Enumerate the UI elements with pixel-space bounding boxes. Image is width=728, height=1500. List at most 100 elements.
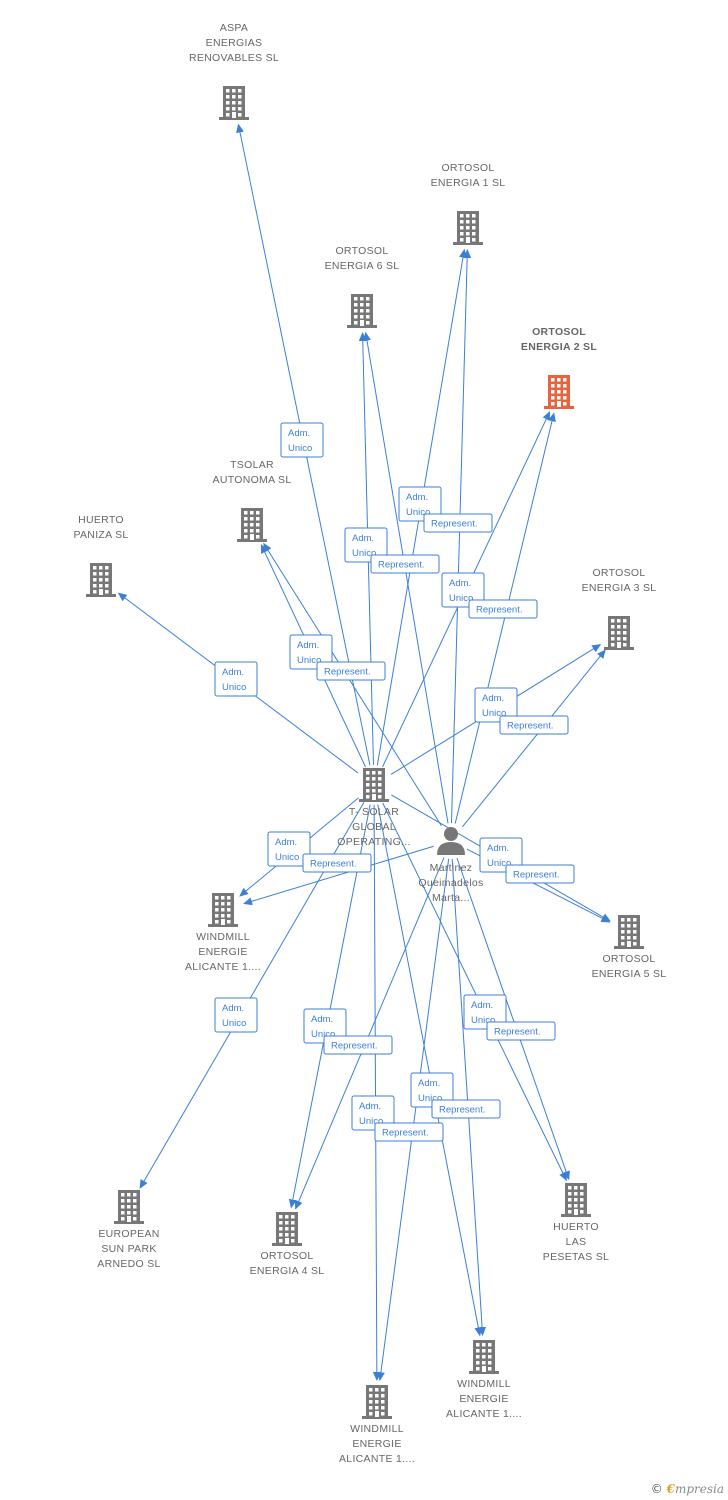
edge-label-box — [323, 1035, 393, 1055]
edge-label-text: Represent. — [310, 859, 356, 870]
edge-label-martinez-to-tsolar[interactable]: Represent. — [316, 661, 386, 681]
edge-label-martinez-to-huertolas[interactable]: Represent. — [486, 1021, 556, 1041]
node-label: ENERGIE — [459, 1393, 508, 1405]
edge-label-text: Unico — [449, 593, 473, 604]
building-icon — [86, 563, 116, 597]
node-label: WINDMILL — [350, 1423, 404, 1435]
edge-label-text: Adm. — [275, 837, 297, 848]
edge-label-text: Adm. — [418, 1078, 440, 1089]
node-european[interactable]: EUROPEAN SUN PARK ARNEDO SL — [97, 1190, 160, 1270]
edge-label-tsolarglobal-to-tsolar[interactable]: Adm.Unico — [289, 634, 333, 670]
node-label: EUROPEAN — [98, 1228, 159, 1240]
brand-name: mpresia — [674, 1482, 724, 1496]
edge-label-text: Represent. — [494, 1027, 540, 1038]
node-tsolar[interactable]: TSOLAR AUTONOMA SL — [213, 459, 292, 542]
node-label: ENERGIAS — [206, 37, 263, 49]
edge-label-box — [351, 1095, 395, 1131]
edge-label-tsolarglobal-to-ortosol2[interactable]: Adm.Unico — [441, 572, 485, 608]
edge-label-tsolarglobal-to-ortosol5[interactable]: Adm.Unico — [479, 837, 523, 873]
edge-label-tsolarglobal-to-windmill3[interactable]: Adm.Unico — [351, 1095, 395, 1131]
building-icon — [359, 768, 389, 802]
person-icon — [437, 827, 465, 855]
edge-label-text: Unico — [406, 507, 430, 518]
edge-label-tsolarglobal-to-windmill1[interactable]: Adm. Unico — [267, 831, 311, 867]
node-label: ASPA — [220, 22, 248, 34]
node-ortosol4[interactable]: ORTOSOL ENERGIA 4 SL — [250, 1212, 325, 1277]
edge-label-text: Represent. — [439, 1105, 485, 1116]
node-label: OPERATING... — [337, 836, 410, 848]
edge-label-box — [302, 853, 372, 873]
node-label: Martinez — [430, 862, 473, 874]
edge-label-box — [214, 997, 258, 1033]
edge-label-martinez-to-ortosol4[interactable]: Represent. — [323, 1035, 393, 1055]
node-martinez[interactable]: MartinezQueimadelosMarta... — [418, 827, 483, 904]
edge-label-martinez-to-windmill2[interactable]: Represent. — [431, 1099, 501, 1119]
node-label: ENERGIA 4 SL — [250, 1265, 325, 1277]
edge-label-martinez-to-ortosol5[interactable]: Represent. — [505, 864, 575, 884]
edge-martinez-to-tsolar — [263, 542, 442, 827]
node-label: ALICANTE 1.... — [446, 1408, 522, 1420]
edge-martinez-to-ortosol3 — [461, 649, 606, 828]
edge-label-martinez-to-ortosol3[interactable]: Represent. — [499, 715, 569, 735]
edge-label-martinez-to-ortosol2[interactable]: Represent. — [468, 599, 538, 619]
node-label: ARNEDO SL — [97, 1258, 160, 1270]
node-label: ENERGIA 3 SL — [582, 582, 657, 594]
edge-labels-layer: Adm.UnicoAdm.UnicoRepresent.Adm.UnicoRep… — [214, 422, 575, 1142]
edge-label-text: Represent. — [507, 721, 553, 732]
edge-label-box — [344, 527, 388, 563]
edge-label-text: Represent. — [331, 1041, 377, 1052]
edge-label-martinez-to-ortosol1[interactable]: Represent. — [423, 513, 493, 533]
node-label: Marta... — [432, 892, 470, 904]
node-label: PESETAS SL — [543, 1251, 609, 1263]
edge-label-text: Adm. — [222, 667, 244, 678]
edge-label-box — [289, 634, 333, 670]
node-label: LAS — [566, 1236, 587, 1248]
edge-label-text: Represent. — [324, 667, 370, 678]
edge-label-martinez-to-windmill3[interactable]: Represent. — [374, 1122, 444, 1142]
edge-label-martinez-to-ortosol6[interactable]: Represent. — [370, 554, 440, 574]
node-label: HUERTO — [78, 514, 124, 526]
edge-label-text: Unico — [297, 655, 321, 666]
edge-label-text: Unico — [275, 852, 299, 863]
edge-martinez-to-windmill2 — [451, 858, 487, 1337]
edge-label-martinez-to-windmill1[interactable]: Represent. — [302, 853, 372, 873]
building-icon — [544, 375, 574, 409]
edge-label-tsolarglobal-to-huertopaniza[interactable]: Adm.Unico — [214, 661, 258, 697]
edge-label-text: Represent. — [431, 519, 477, 530]
node-tsolarglobal[interactable]: T- SOLARGLOBALOPERATING... — [337, 768, 410, 848]
edge-label-text: Unico — [352, 548, 376, 559]
node-label: ENERGIA 1 SL — [431, 177, 506, 189]
node-label: TSOLAR — [230, 459, 274, 471]
edge-label-tsolarglobal-to-aspa[interactable]: Adm.Unico — [280, 422, 324, 458]
edge-martinez-to-windmill1 — [243, 845, 434, 906]
edge-label-tsolarglobal-to-ortosol3[interactable]: Adm.Unico — [474, 687, 518, 723]
edge-label-text: Adm. — [406, 492, 428, 503]
brand-logo[interactable]: €mpresia — [667, 1482, 724, 1496]
edge-label-text: Unico — [487, 858, 511, 869]
building-icon — [362, 1385, 392, 1419]
edge-label-tsolarglobal-to-huertolas[interactable]: Adm.Unico — [463, 994, 507, 1030]
edge-label-tsolarglobal-to-ortosol6[interactable]: Adm.Unico — [344, 527, 388, 563]
edge-label-box — [463, 994, 507, 1030]
edge-label-text: Unico — [288, 443, 312, 454]
building-icon — [208, 893, 238, 927]
node-label: ORTOSOL — [335, 245, 388, 257]
edge-label-tsolarglobal-to-european[interactable]: Adm.Unico — [214, 997, 258, 1033]
node-label: SUN PARK — [101, 1243, 156, 1255]
edge-label-box — [479, 837, 523, 873]
node-label: ORTOSOL — [260, 1250, 313, 1262]
node-label: AUTONOMA SL — [213, 474, 292, 486]
edge-label-tsolarglobal-to-ortosol1[interactable]: Adm. Unico — [398, 486, 442, 522]
